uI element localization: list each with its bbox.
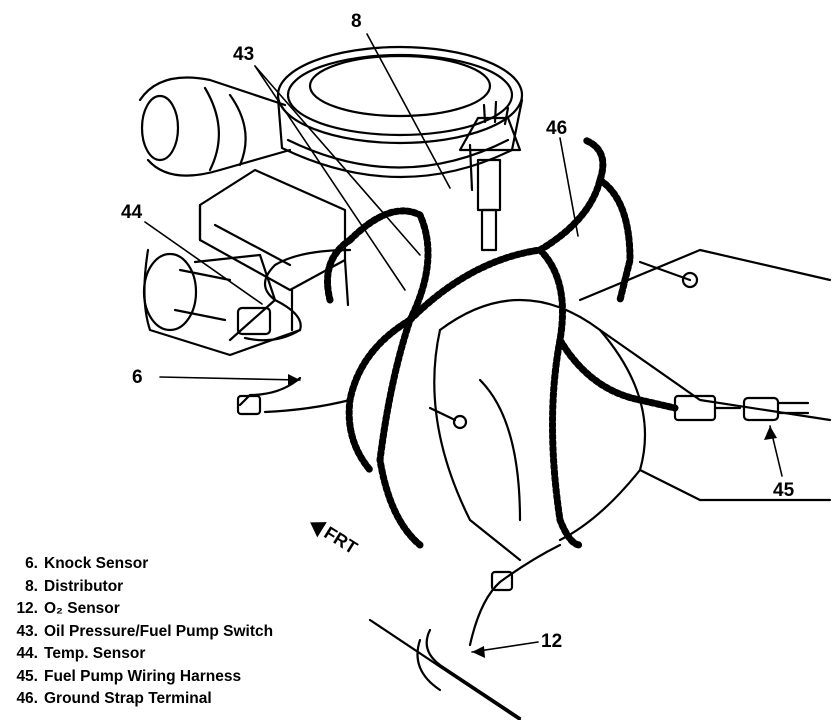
- callout-46: 46: [546, 118, 568, 139]
- air-snorkel: [138, 76, 292, 177]
- legend-label: O₂ Sensor: [44, 600, 120, 617]
- legend-label: Ground Strap Terminal: [44, 690, 212, 707]
- legend-label: Oil Pressure/Fuel Pump Switch: [44, 622, 274, 640]
- callout-45: 45: [773, 480, 795, 501]
- legend-number: 12.: [16, 600, 38, 617]
- legend-label: Distributor: [44, 577, 124, 595]
- ground-strap: [638, 260, 699, 289]
- air-cleaner: [276, 45, 524, 179]
- temp-sensor-pigtail: [236, 248, 352, 342]
- valve-cover: [198, 168, 350, 332]
- callout-12: 12: [541, 631, 563, 652]
- legend-number: 6.: [25, 555, 38, 572]
- legend-item: 44. Temp. Sensor: [4, 643, 273, 666]
- distributor: [458, 100, 522, 252]
- leader-46: [559, 137, 579, 237]
- transmission: [433, 248, 832, 562]
- leader-43b: [254, 65, 406, 291]
- engine-block-left: [142, 248, 302, 357]
- legend-item: 6. Knock Sensor: [4, 553, 273, 576]
- legend-item: 12. O₂ Sensor: [4, 598, 273, 621]
- legend-item: 8. Distributor: [4, 576, 273, 599]
- wiring-harness: [324, 136, 679, 549]
- leader-8: [366, 33, 451, 189]
- legend-number: 43.: [16, 622, 38, 640]
- leader-6: [159, 376, 301, 381]
- legend-number: 45.: [16, 667, 38, 685]
- legend-number: 44.: [16, 645, 38, 662]
- callout-6: 6: [132, 367, 143, 388]
- legend-item: 43. Oil Pressure/Fuel Pump Switch: [4, 621, 273, 644]
- leader-43: [254, 65, 421, 256]
- knock-sensor-leads: [236, 376, 352, 416]
- legend-item: 46. Ground Strap Terminal: [4, 688, 273, 711]
- callout-43: 43: [233, 44, 255, 65]
- legend-number: 8.: [25, 577, 38, 595]
- fuel-pump-connector: [673, 394, 810, 422]
- legend-label: Temp. Sensor: [44, 645, 146, 662]
- bolt: [428, 406, 468, 430]
- exhaust-pipe: [368, 543, 562, 720]
- callout-8: 8: [351, 11, 362, 32]
- leader-lines: [144, 33, 783, 653]
- legend-number: 46.: [16, 690, 38, 707]
- parts-legend: 6. Knock Sensor 8. Distributor 12. O₂ Senso…: [4, 553, 273, 711]
- legend-item: 45. Fuel Pump Wiring Harness: [4, 666, 273, 689]
- callout-44: 44: [121, 202, 143, 223]
- legend-label: Fuel Pump Wiring Harness: [44, 667, 242, 685]
- arrowheads: [288, 374, 777, 658]
- leader-44: [144, 221, 263, 305]
- legend-label: Knock Sensor: [44, 555, 149, 572]
